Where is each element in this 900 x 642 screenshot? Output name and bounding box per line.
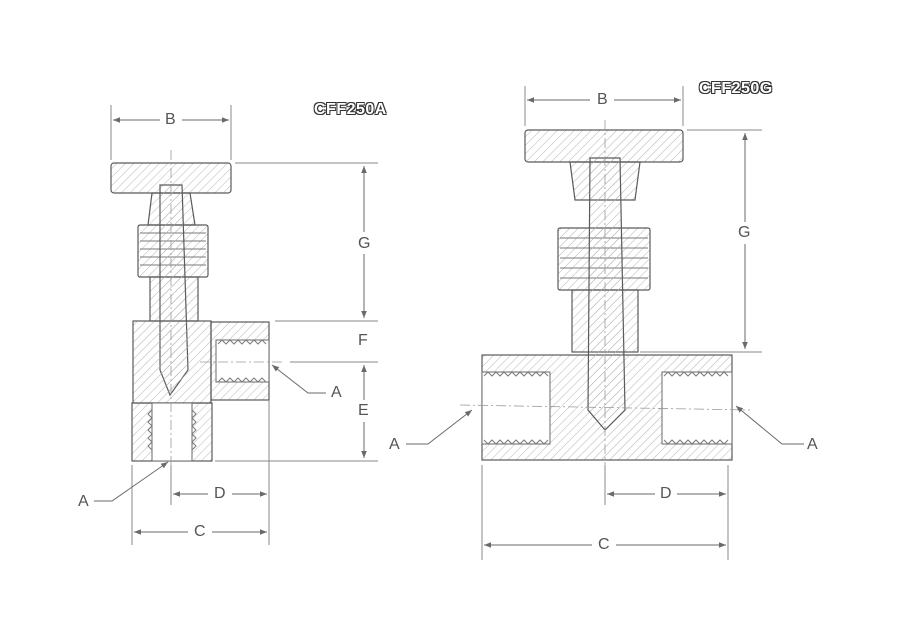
right-dim-d-label: D	[660, 485, 672, 502]
right-dim-g-label: G	[738, 224, 751, 241]
right-model-title: CFF250G	[699, 80, 773, 97]
left-dim-e-label: E	[358, 402, 369, 419]
left-dimensions	[94, 105, 378, 545]
right-dim-a-right-label: A	[807, 436, 818, 453]
right-dim-a-left-label: A	[389, 436, 400, 453]
left-dim-c-label: C	[194, 523, 206, 540]
left-dim-a-bottom-label: A	[78, 493, 89, 510]
left-model-title: CFF250A	[314, 101, 387, 118]
left-dim-d-label: D	[214, 485, 226, 502]
left-valve	[110, 150, 285, 470]
right-dim-c-label: C	[598, 536, 610, 553]
left-dim-b-label: B	[165, 111, 176, 128]
left-dim-g-label: G	[358, 235, 371, 252]
right-dim-b-label: B	[597, 91, 608, 108]
right-dimensions	[406, 86, 804, 560]
right-valve	[459, 120, 751, 470]
left-dim-a-side-label: A	[331, 384, 342, 401]
left-dim-f-label: F	[358, 332, 368, 349]
